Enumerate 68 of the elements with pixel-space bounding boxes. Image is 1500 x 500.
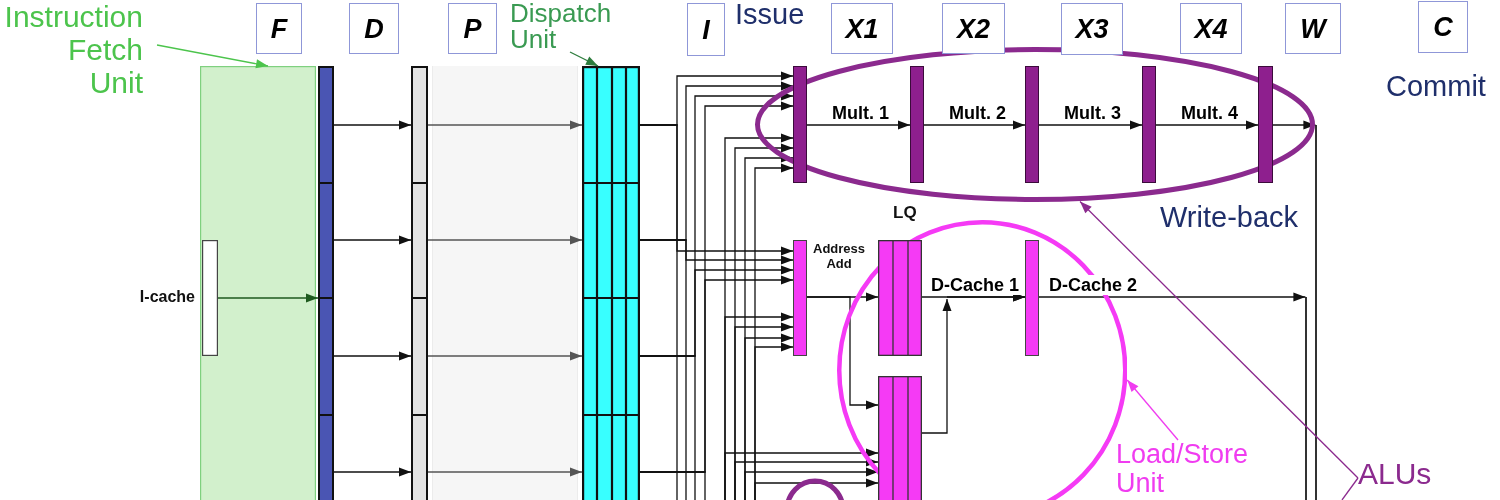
queue-block [878,240,922,356]
edge-label: D-Cache 2 [1047,275,1140,295]
highlight-ellipse [754,46,1315,202]
leader-arrow [1126,379,1179,441]
arrow [427,120,583,130]
arrow [333,351,412,361]
arrow [427,351,583,361]
pipeline-register [1258,66,1273,183]
arrow [427,467,583,477]
stage-box: X2 [942,3,1005,54]
pipeline-register [318,66,334,500]
arrow [806,296,879,410]
unit-label: Address Add [813,241,866,271]
pipeline-register [910,66,924,183]
pipeline-register [411,66,428,500]
stage-box: P [448,3,497,54]
arrow [333,235,412,245]
arrow [754,478,879,500]
arrow [333,467,412,477]
wire-line [639,471,706,500]
arrow [744,467,879,500]
pipeline-register [1025,66,1039,183]
cache-box [202,240,218,356]
stage-caption: Issue [735,0,805,29]
arrow [1038,292,1307,302]
arrow [217,293,319,303]
edge-label: D-Cache 1 [929,275,1022,295]
arrow [724,448,879,500]
unit-caption: ALUs [1358,457,1432,490]
arrow [1155,120,1259,130]
stage-box: X4 [1180,3,1242,54]
stage-box: C [1418,1,1468,53]
bus-line [1305,297,1307,500]
arrow [427,235,583,245]
bus-line [1315,125,1317,500]
leader-arrow [569,51,599,67]
pipeline-register [793,240,807,356]
wire-line [639,239,687,500]
wire-line [639,355,696,500]
unit-label: I-cache [139,288,195,306]
wire-line [639,124,678,500]
leader-arrow [1079,200,1359,479]
arrow [734,457,879,500]
pipeline-register [793,66,807,183]
stage-caption: Write-back [1160,203,1299,232]
stage-box: F [256,3,302,54]
dispatch-buffer [582,66,640,500]
pipeline-register [1025,240,1039,356]
unit-caption: Instruction Fetch Unit [4,0,157,99]
leader-line [1341,477,1359,500]
stage-box: D [349,3,399,54]
queue-block [878,376,922,500]
arrow [923,120,1026,130]
stage-box: X3 [1061,3,1123,55]
leader-arrow [156,44,269,69]
arrow [333,120,412,130]
unit-caption: Dispatch Unit [510,0,612,52]
unit-caption: Load/Store Unit [1116,440,1249,498]
unit-label: LQ [893,203,917,222]
arrow [921,298,952,434]
stage-box: X1 [831,3,893,54]
stage-box: I [687,3,725,56]
pipeline-register [1142,66,1156,183]
unit-box [200,66,316,500]
stage-box: W [1285,3,1341,54]
arrow [806,120,911,130]
stage-caption: Commit [1386,72,1486,101]
arrow [1038,120,1143,130]
